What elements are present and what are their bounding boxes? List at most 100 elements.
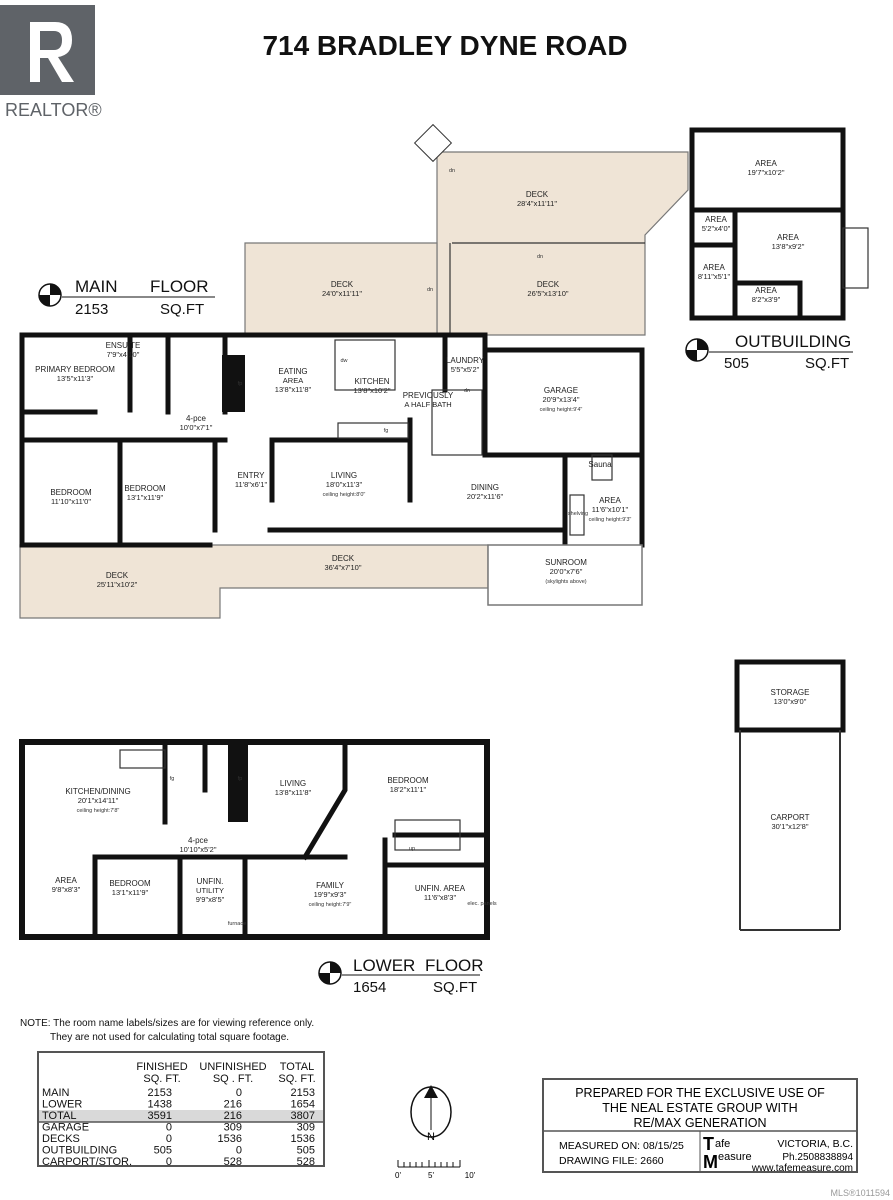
room-size: 7'9"x4'10" [107,350,140,359]
sqft-unit: SQ.FT [805,355,849,372]
table-cell-finished: 1438 [148,1099,172,1111]
room-name: AREA [705,215,727,224]
room-name: 4-pce [186,414,207,423]
room-note: ceiling height:7'9" [309,902,352,908]
table-cell-finished: 2153 [148,1087,172,1099]
svg-text:SQ. FT.: SQ. FT. [143,1073,180,1085]
main-floor-decks [19,123,689,619]
room-size: 11'6"x10'1" [592,505,629,514]
main-floor-label: MAIN [75,277,118,296]
fixture-label: fg [170,776,175,782]
table-cell-total: 505 [297,1145,315,1157]
room-size: 8'2"x3'9" [752,295,781,304]
room-size: 13'0"x9'0" [774,697,807,706]
room-size: 13'5"x11'3" [57,374,94,383]
room-name: ENTRY [238,471,266,480]
svg-text:UNFINISHED: UNFINISHED [199,1061,266,1073]
room-labels: DECK28'4"x11'11"DECK24'0"x11'11"DECK26'5… [35,159,809,927]
floor-word: FLOOR [150,277,209,296]
svg-text:M: M [703,1152,718,1172]
table-cell-total: 528 [297,1156,315,1168]
table-cell-label: LOWER [42,1099,82,1111]
svg-text:5': 5' [428,1171,434,1180]
area-table: FINISHED SQ. FT. UNFINISHED SQ . FT. TOT… [37,1051,325,1168]
note-line-1: NOTE: The room name labels/sizes are for… [20,1018,314,1029]
room-note: ceiling height:7'8" [77,808,120,814]
table-cell-total: 1654 [291,1099,315,1111]
svg-text:FINISHED: FINISHED [136,1061,187,1073]
table-cell-unfinished: 216 [224,1099,242,1111]
room-note: ceiling height:9'3" [589,517,632,523]
room-size: 13'8"x9'2" [772,242,805,251]
room-size: AREA [283,376,303,385]
room-name: FAMILY [316,881,345,890]
table-cell-label: CARPORT/STOR. [42,1156,132,1168]
fixture-label: furnace [228,921,246,927]
outbuilding-label: OUTBUILDING [735,332,851,351]
fixture-label: dn [427,287,433,293]
main-floor-legend: MAIN FLOOR 2153 SQ.FT [38,277,215,318]
table-cell-unfinished: 216 [224,1110,242,1122]
lower-floor-legend: LOWER FLOOR 1654 SQ.FT [318,956,484,996]
room-size: 13'1"x11'9" [112,888,149,897]
table-cell-finished: 0 [166,1133,172,1145]
room-name: GARAGE [544,386,578,395]
room-name: DECK [526,190,549,199]
room-size: 10'10"x5'2" [180,845,217,854]
table-cell-finished: 0 [166,1156,172,1168]
fixture-label: dw [340,358,347,364]
main-floor-sqft: 2153 [75,301,108,318]
room-name: AREA [599,496,621,505]
room-name: LIVING [280,779,306,788]
room-size: 5'2"x4'0" [702,224,731,233]
room-size: 19'7"x10'2" [748,168,785,177]
fixture-label: dn [537,254,543,260]
room-name: DECK [332,554,355,563]
table-cell-label: TOTAL [42,1110,76,1122]
room-size: 20'2"x11'6" [467,492,504,501]
room-size: 5'5"x5'2" [451,365,480,374]
room-size: 26'5"x13'10" [527,289,568,298]
sqft-unit: SQ.FT [433,979,477,996]
fixture-label: fg [384,428,389,434]
outbuilding-sqft: 505 [724,355,749,372]
room-size: 10'0"x7'1" [180,423,213,432]
svg-text:TOTAL: TOTAL [280,1061,314,1073]
room-name: UNFIN. [197,877,224,886]
room-size: 13'1"x11'9" [127,493,164,502]
table-cell-unfinished: 309 [224,1122,242,1134]
lower-floor-label: LOWER [353,956,415,975]
room-name: DECK [331,280,354,289]
room-size: 19'9"x9'3" [314,890,347,899]
room-name: LAUNDRY [446,356,485,365]
room-name: DINING [471,483,499,492]
room-size: 20'0"x7'6" [550,567,583,576]
room-size: 30'1"x12'8" [772,822,809,831]
fixture-label: up [409,846,415,852]
table-cell-finished: 0 [166,1122,172,1134]
fixture-label: elec. panels [467,901,497,907]
table-cell-unfinished: 528 [224,1156,242,1168]
room-note: (skylights above) [545,579,586,585]
fixture-label: shelving [568,511,588,517]
scale-bar [397,1160,461,1168]
room-name: LIVING [331,471,357,480]
svg-text:SQ. FT.: SQ. FT. [278,1073,315,1085]
room-name: BEDROOM [124,484,166,493]
room-name: AREA [55,876,77,885]
room-name: AREA [755,286,777,295]
room-name: BEDROOM [387,776,429,785]
table-cell-total: 3807 [291,1110,315,1122]
fixture-label: fp [238,381,243,387]
floor-word: FLOOR [425,956,484,975]
table-cell-finished: 3591 [148,1110,172,1122]
room-size: 11'8"x6'1" [235,480,268,489]
room-note: ceiling height:8'0" [323,492,366,498]
room-name: EATING [278,367,307,376]
table-cell-label: OUTBUILDING [42,1145,117,1157]
svg-text:afe: afe [715,1138,730,1150]
room-note: ceiling height:9'4" [540,407,583,413]
deck-stairs [413,123,453,163]
